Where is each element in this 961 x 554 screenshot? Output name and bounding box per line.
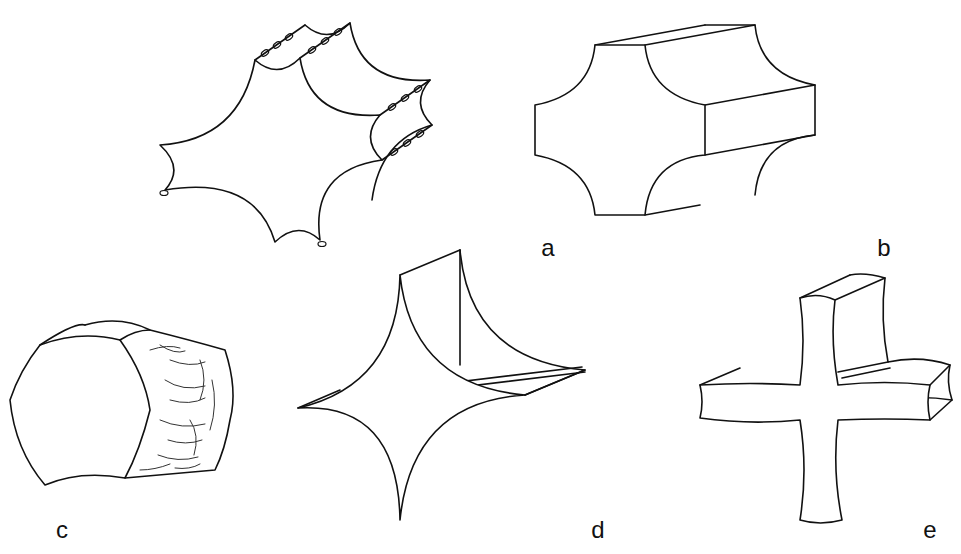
- fluted-star-prism: [160, 23, 432, 247]
- figure-letter: d: [591, 518, 604, 542]
- lobed-prism: [10, 321, 233, 485]
- figure-letter: b: [877, 236, 890, 260]
- figure-letter: a: [541, 236, 554, 260]
- bladed-star-prism: [298, 250, 585, 520]
- rounded-cross-prism: [535, 25, 815, 215]
- figure-letter: e: [923, 518, 936, 542]
- wavy-cross-prism: [700, 274, 952, 523]
- figure-letter: c: [56, 518, 68, 542]
